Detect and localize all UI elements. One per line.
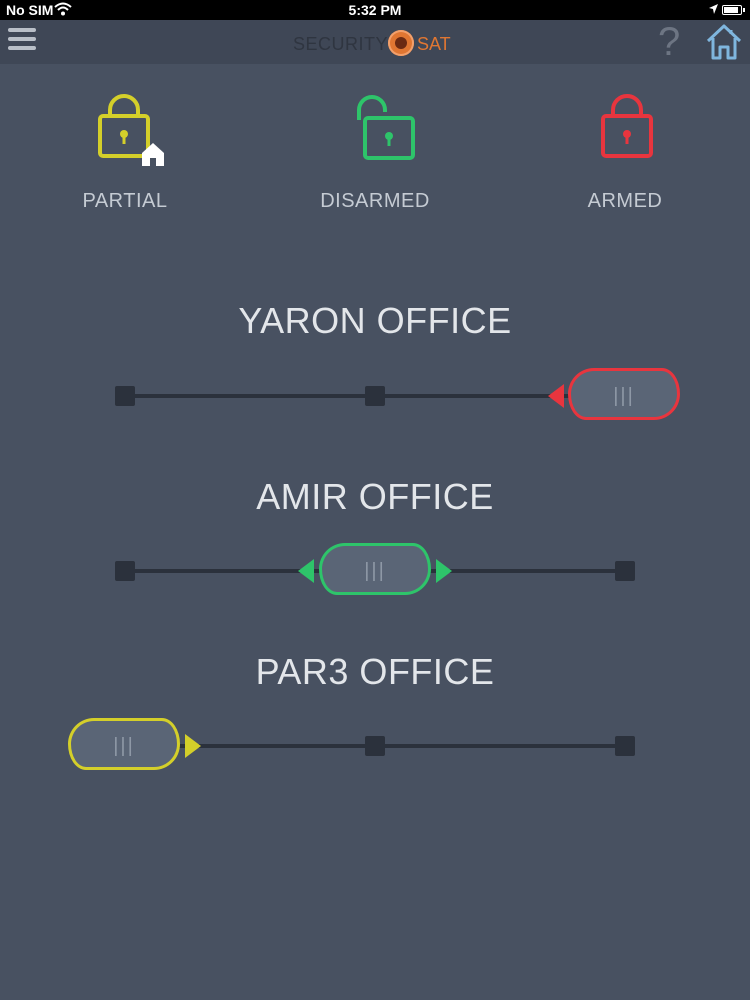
clock: 5:32 PM [348,2,402,18]
eye-logo-icon [388,30,414,56]
security-sat-logo: SECURITY SAT [293,30,463,56]
help-button[interactable]: ? [658,20,681,64]
zone-title-amir-office: AMIR OFFICE [256,476,494,517]
battery-icon [722,5,745,15]
menu-button[interactable] [8,28,36,54]
logo-text-sat: SAT [417,34,451,54]
slider-stop-disarmed [365,736,385,756]
hamburger-icon [8,28,36,32]
mode-armed[interactable]: ARMED [535,92,715,213]
arrow-right-icon [436,559,452,583]
home-button[interactable] [704,22,744,62]
zone-slider-knob-yaron-office[interactable]: ||| [568,368,680,420]
zone-slider-knob-par3-office[interactable]: ||| [68,718,180,770]
lock-home-icon [98,94,164,166]
carrier-label: No SIM [6,2,54,18]
zone-title-par3-office: PAR3 OFFICE [255,651,495,692]
mode-partial-label: PARTIAL [82,190,168,212]
arrow-right-icon [185,734,201,758]
app-header: SECURITY SAT ? [0,20,750,64]
zone-title-yaron-office: YARON OFFICE [238,300,512,341]
logo-text-security: SECURITY [293,34,389,54]
zone-slider-knob-amir-office[interactable]: ||| [319,543,431,595]
mode-partial[interactable]: PARTIAL [35,92,215,213]
slider-stop-armed [615,736,635,756]
location-arrow-icon [708,2,719,18]
wifi-icon [54,1,72,20]
arrow-left-icon [548,384,564,408]
slider-stop-disarmed [365,386,385,406]
slider-stop-partial [115,561,135,581]
mode-disarmed[interactable]: DISARMED [285,92,465,213]
home-icon [706,24,742,60]
grip-icon: ||| [113,735,135,757]
mode-disarmed-label: DISARMED [320,190,430,212]
slider-stop-armed [615,561,635,581]
grip-icon: ||| [613,385,635,407]
mode-armed-label: ARMED [587,190,663,212]
grip-icon: ||| [364,560,386,582]
slider-stop-partial [115,386,135,406]
lock-icon [601,94,653,158]
unlock-icon [357,95,415,160]
status-bar: No SIM 5:32 PM [0,0,750,20]
arrow-left-icon [298,559,314,583]
